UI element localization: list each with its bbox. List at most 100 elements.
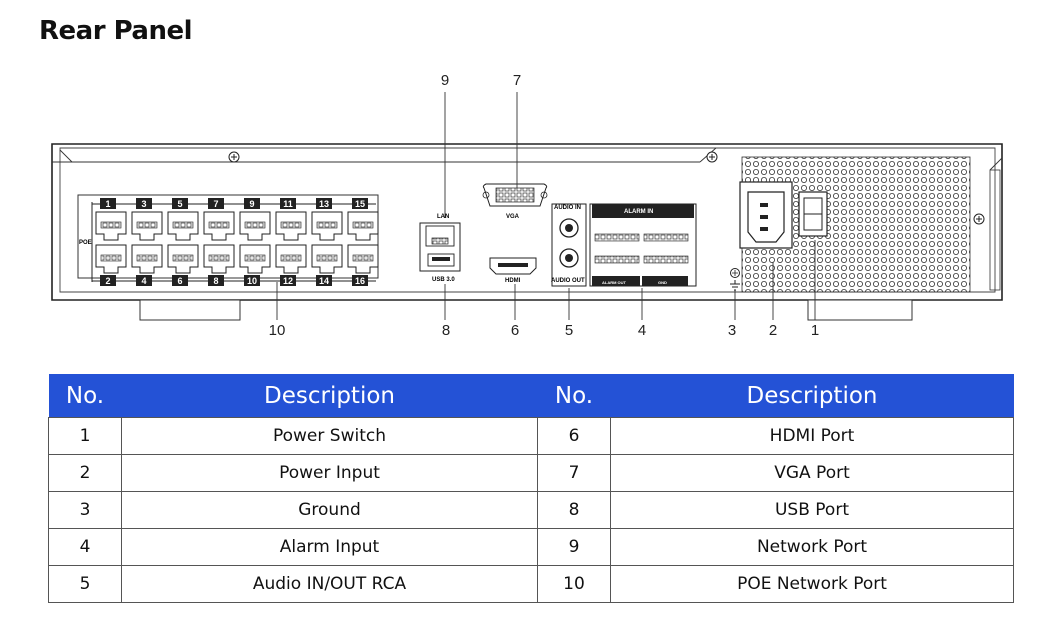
rj45-jack <box>275 211 307 241</box>
power-input <box>739 181 793 249</box>
cell-number: 1 <box>48 417 122 455</box>
usb-port: USB 3.0 <box>427 253 455 283</box>
cell-description: POE Network Port <box>610 565 1014 603</box>
callout-leaders <box>276 92 816 320</box>
port-number-tag <box>244 275 260 286</box>
screw-icon <box>973 213 985 225</box>
cell-number: 5 <box>48 565 122 603</box>
cell-number: 8 <box>537 491 611 529</box>
port-number: 4 <box>141 276 146 286</box>
port-number-tag <box>352 198 368 209</box>
rj45-jack <box>239 244 271 274</box>
port-number-tag <box>136 198 152 209</box>
cell-number: 9 <box>537 528 611 566</box>
port-number-tag <box>100 198 116 209</box>
svg-text:HDMI: HDMI <box>505 278 521 284</box>
header-no: No. <box>48 374 122 418</box>
callout-10: 10 <box>269 322 286 339</box>
vga-port: VGA <box>482 183 548 220</box>
rj45-jack <box>167 211 199 241</box>
port-number: 3 <box>141 199 146 209</box>
table-header-row: No. Description No. Description <box>48 374 1014 418</box>
cell-description: Audio IN/OUT RCA <box>121 565 538 603</box>
port-number: 10 <box>247 276 257 286</box>
screw-icon <box>706 151 718 163</box>
port-number-tag <box>316 275 332 286</box>
port-number: 2 <box>105 276 110 286</box>
rj45-jack <box>347 244 379 274</box>
cell-number: 3 <box>48 491 122 529</box>
port-number-tag <box>280 198 296 209</box>
cell-description: USB Port <box>610 491 1014 529</box>
port-number-tag <box>100 275 116 286</box>
port-number-tag <box>244 198 260 209</box>
port-number: 7 <box>213 199 218 209</box>
header-no: No. <box>537 374 611 418</box>
cell-description: HDMI Port <box>610 417 1014 455</box>
header-description: Description <box>610 374 1014 418</box>
header-description: Description <box>121 374 538 418</box>
cell-description: Ground <box>121 491 538 529</box>
cell-number: 4 <box>48 528 122 566</box>
svg-text:ALARM IN: ALARM IN <box>624 209 653 215</box>
ground-terminal <box>730 268 740 291</box>
rj45-jack <box>239 211 271 241</box>
port-number: 5 <box>177 199 182 209</box>
port-number: 15 <box>355 199 365 209</box>
port-number: 14 <box>319 276 329 286</box>
port-number: 11 <box>283 199 293 209</box>
alarm-input: ALARM IN ALARM OUT GND <box>589 203 697 287</box>
power-switch <box>798 191 828 237</box>
port-number: 16 <box>355 276 365 286</box>
port-number-tag <box>316 198 332 209</box>
callout-9: 9 <box>441 72 449 89</box>
svg-text:ALARM OUT: ALARM OUT <box>602 280 627 285</box>
port-number: 9 <box>249 199 254 209</box>
rj45-jack <box>203 211 235 241</box>
svg-text:AUDIO IN: AUDIO IN <box>554 205 581 211</box>
rj45-jack <box>131 211 163 241</box>
port-number: 8 <box>213 276 218 286</box>
rj45-jack <box>311 211 343 241</box>
port-number-tag <box>136 275 152 286</box>
port-number: 6 <box>177 276 182 286</box>
callout-6: 6 <box>511 322 519 339</box>
hdmi-port: HDMI <box>489 257 537 284</box>
callout-5: 5 <box>565 322 573 339</box>
port-number: 13 <box>319 199 329 209</box>
rj45-jack <box>347 211 379 241</box>
rj45-jack <box>131 244 163 274</box>
callout-7: 7 <box>513 72 521 89</box>
port-number-tag <box>208 198 224 209</box>
port-number-tag <box>172 198 188 209</box>
poe-label: POE <box>79 240 92 246</box>
callout-8: 8 <box>442 322 450 339</box>
callout-4: 4 <box>638 322 646 339</box>
port-number-tag <box>280 275 296 286</box>
screw-icon <box>228 151 240 163</box>
callout-3: 3 <box>728 322 736 339</box>
svg-text:USB 3.0: USB 3.0 <box>432 277 455 283</box>
svg-text:VGA: VGA <box>506 214 520 220</box>
port-number-tag <box>172 275 188 286</box>
cell-description: Power Switch <box>121 417 538 455</box>
callout-2: 2 <box>769 322 777 339</box>
rj45-jack <box>95 211 127 241</box>
rj45-jack <box>203 244 235 274</box>
svg-text:AUDIO OUT: AUDIO OUT <box>551 278 585 284</box>
page-title: Rear Panel <box>39 16 193 46</box>
cell-number: 10 <box>537 565 611 603</box>
audio-in-out-rca: AUDIO IN AUDIO OUT <box>551 203 587 287</box>
port-number: 12 <box>283 276 293 286</box>
cell-description: Alarm Input <box>121 528 538 566</box>
rj45-jack <box>275 244 307 274</box>
port-number: 1 <box>105 199 110 209</box>
